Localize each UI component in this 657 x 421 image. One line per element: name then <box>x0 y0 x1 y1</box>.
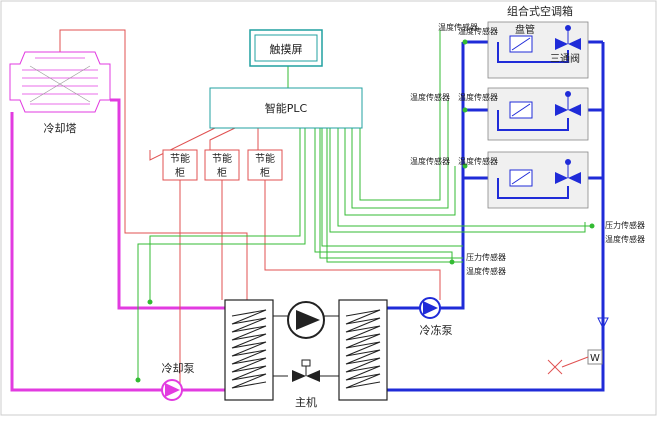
ahu-unit-3 <box>487 151 589 209</box>
ahu-unit-2 <box>487 87 589 141</box>
touchscreen-box: 触摸屏 <box>249 29 323 67</box>
plc-box: 智能PLC <box>209 87 363 129</box>
cabinet-2-label-top: 节能 <box>212 152 232 165</box>
three-way-valve-label: 三通阀 <box>550 52 580 65</box>
mid-temp-sensor-label: 温度传感器 <box>466 266 506 276</box>
plc-label: 智能PLC <box>265 101 308 115</box>
cabinet-1-label-bottom: 柜 <box>175 166 185 179</box>
cooling-tower: 冷却塔 <box>9 51 111 135</box>
cabinet-3-label-bottom: 柜 <box>260 166 270 179</box>
ahu-3-temp-sensor-label: 温度传感器 <box>458 156 498 166</box>
mid-pressure-sensor-label: 压力传感器 <box>466 252 506 262</box>
ahu-2-temp-sensor-label: 温度传感器 <box>458 92 498 102</box>
cabinet-3-label-top: 节能 <box>255 152 275 165</box>
ahu-title: 组合式空调箱 <box>507 4 573 18</box>
chilled-pump: 冷冻泵 <box>419 297 453 337</box>
bypass-valve-label: W <box>590 353 600 364</box>
cooling-pump-label: 冷却泵 <box>162 362 195 375</box>
main-unit: 主机 <box>224 299 388 409</box>
cabinet-2-label-bottom: 柜 <box>217 166 227 179</box>
cooling-tower-label: 冷却塔 <box>44 122 77 135</box>
ahu-unit-1: 盘管 三通阀 <box>487 21 589 79</box>
cabinet-1-label-top: 节能 <box>170 152 190 165</box>
cooling-water-loop <box>10 98 225 392</box>
right-temp-sensor-label: 温度传感器 <box>605 234 645 244</box>
chilled-pump-label: 冷冻泵 <box>420 323 453 337</box>
coil-label: 盘管 <box>515 23 535 36</box>
touchscreen-label: 触摸屏 <box>270 42 303 56</box>
bypass-valve: W <box>547 317 609 375</box>
cooling-pump: 冷却泵 <box>161 362 195 401</box>
energy-cabinets: 节能 柜 节能 柜 节能 柜 <box>162 149 283 181</box>
sensor-points <box>135 39 595 383</box>
main-unit-label: 主机 <box>295 395 317 409</box>
ahu-1-temp-sensor-label-2: 温度传感器 <box>438 22 478 32</box>
control-wires <box>137 30 592 380</box>
ahu-3-temp-sensor-label-2: 温度传感器 <box>410 156 450 166</box>
right-pressure-sensor-label: 压力传感器 <box>605 220 645 230</box>
ahu-2-temp-sensor-label-2: 温度传感器 <box>410 92 450 102</box>
power-wires <box>59 29 441 390</box>
ahu-1-temp-sensor-label: 温度传感器 <box>458 26 498 36</box>
